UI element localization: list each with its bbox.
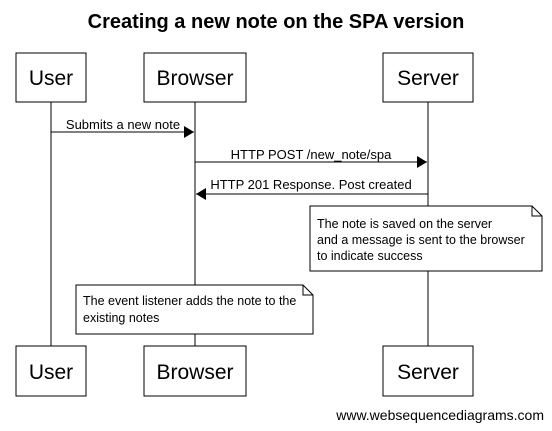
note-browser: The event listener adds the note to the …	[75, 284, 314, 335]
note-line: and a message is sent to the browser	[317, 233, 525, 247]
diagram-title: Creating a new note on the SPA version	[88, 11, 465, 33]
participant-label: User	[29, 67, 73, 90]
message-label: HTTP POST /new_note/spa	[231, 147, 392, 162]
participant-user-top: User	[15, 52, 87, 103]
note-line: to indicate success	[317, 249, 423, 263]
participant-browser-bottom: Browser	[143, 345, 247, 397]
watermark-link[interactable]: www.websequencediagrams.com	[335, 407, 544, 423]
message-http-post: HTTP POST /new_note/spa	[195, 147, 427, 168]
note-line: existing notes	[83, 311, 159, 325]
note-line: The event listener adds the note to the	[83, 294, 296, 308]
participant-server-top: Server	[382, 52, 474, 103]
participant-browser-top: Browser	[143, 52, 247, 103]
participant-label: Browser	[156, 361, 233, 384]
message-http-201: HTTP 201 Response. Post created	[196, 177, 428, 200]
participant-server-bottom: Server	[382, 345, 474, 397]
message-label: HTTP 201 Response. Post created	[210, 177, 411, 192]
participant-label: User	[29, 361, 73, 384]
note-server: The note is saved on the server and a me…	[309, 205, 543, 272]
participant-label: Browser	[156, 67, 233, 90]
participant-user-bottom: User	[15, 345, 87, 397]
note-line: The note is saved on the server	[317, 217, 492, 231]
message-label: Submits a new note	[66, 117, 180, 132]
message-submit-note: Submits a new note	[51, 117, 194, 138]
participant-label: Server	[397, 67, 459, 90]
participant-label: Server	[397, 361, 459, 384]
